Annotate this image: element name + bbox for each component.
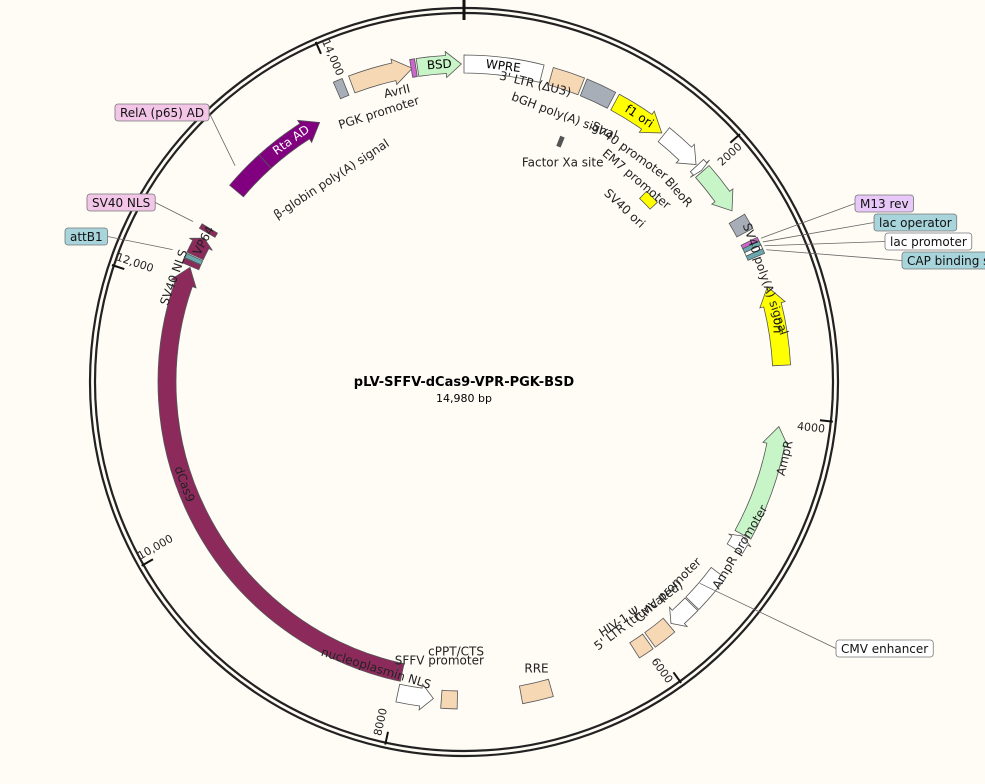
callout-c_relad-label: RelA (p65) AD xyxy=(120,106,204,120)
tick-mark xyxy=(314,41,322,55)
callout-c_relad-leader xyxy=(208,112,236,166)
callout-c_sv40nls-label: SV40 NLS xyxy=(92,196,150,210)
feature-ampr[interactable] xyxy=(734,425,790,540)
tick-mark xyxy=(141,558,154,567)
callout-c_cap-box[interactable] xyxy=(901,251,985,270)
tick-label: 4000 xyxy=(796,420,825,436)
tick-mark xyxy=(729,133,741,144)
feature-bglob[interactable] xyxy=(332,78,350,100)
label-l_fxa: Factor Xa site xyxy=(522,156,604,170)
callout-c_attb1-box[interactable] xyxy=(64,227,109,246)
callout-c_lacp-box[interactable] xyxy=(884,232,973,251)
plasmid-name: pLV-SFFV-dCas9-VPR-PGK-BSD xyxy=(354,375,575,390)
tick-label: 14,000 xyxy=(319,37,346,77)
tick-label: 10,000 xyxy=(135,532,175,562)
feature-attb1[interactable] xyxy=(183,252,204,266)
callout-c_relad-box[interactable] xyxy=(114,103,210,122)
feature-sffv[interactable] xyxy=(395,683,434,711)
feature-bsd[interactable] xyxy=(415,50,462,79)
feature-bgh[interactable] xyxy=(579,78,617,109)
tick-marks: 2000 4000 6000 8000 10,000 12,000 14,000 xyxy=(111,0,833,745)
feature-avrii[interactable] xyxy=(409,58,418,78)
feature-bleor[interactable] xyxy=(695,164,734,212)
callout-c_cmve-leader xyxy=(699,582,837,649)
feature-f1ori[interactable] xyxy=(610,93,663,134)
label-l_rre: RRE xyxy=(524,661,548,675)
feature-rtaad[interactable] xyxy=(258,119,321,169)
feature-bsd-label: BSD xyxy=(426,57,452,73)
feature-cmve[interactable] xyxy=(685,566,727,611)
label-l_pgk: PGK promoter xyxy=(337,93,421,132)
tick-label: 6000 xyxy=(649,655,676,685)
callout-c_lacop-label: lac operator xyxy=(879,216,952,230)
label-l_avrii: AvrII xyxy=(382,81,411,101)
callout-c_lacp-leader xyxy=(764,241,886,247)
feature-wpre[interactable] xyxy=(463,54,545,83)
callout-c_cmve-box[interactable] xyxy=(835,639,934,658)
label-l_sv40ori: SV40 ori xyxy=(601,186,648,231)
label-l_nucnls: nucleoplasmin NLS xyxy=(320,645,433,692)
tick-mark xyxy=(819,419,833,423)
callouts: RelA (p65) AD SV40 NLS attB1 M13 rev lac ope… xyxy=(64,103,985,658)
feature-ori-label: ori xyxy=(770,318,784,334)
tick-label: 2000 xyxy=(715,140,745,168)
feature-ltr5[interactable] xyxy=(644,617,676,648)
callout-c_attb1-label: attB1 xyxy=(70,230,103,244)
feature-sv40p[interactable] xyxy=(657,127,697,166)
feature-pgk[interactable] xyxy=(348,58,413,94)
feature-vp64[interactable] xyxy=(186,237,213,261)
tick-label: 12,000 xyxy=(115,251,156,275)
tick-mark xyxy=(111,264,125,271)
callout-c_sv40nls-box[interactable] xyxy=(86,193,156,212)
feature-em7[interactable] xyxy=(689,158,710,178)
feature-cmvp[interactable] xyxy=(669,597,699,628)
callout-c_lacop-leader xyxy=(762,222,875,243)
callout-c_m13-leader xyxy=(760,203,856,239)
callout-c_cap-label: CAP binding site xyxy=(907,254,985,268)
tick-mark xyxy=(384,731,389,745)
feature-wpre-label: WPRE xyxy=(485,57,521,75)
feature-ltr3[interactable] xyxy=(547,66,586,96)
feature-hiv[interactable] xyxy=(629,633,654,659)
feature-sv40pa[interactable] xyxy=(728,213,754,238)
callout-c_attb1-leader xyxy=(107,236,173,250)
feature-sv40nls2[interactable] xyxy=(198,223,219,238)
feature-fxa[interactable] xyxy=(556,135,565,148)
tick-mark xyxy=(672,671,682,684)
callout-c_m13-label: M13 rev xyxy=(860,197,909,211)
label-l_sffv: SFFV promoter xyxy=(395,653,484,667)
plasmid-size: 14,980 bp xyxy=(436,392,492,405)
callout-c_sv40nls-leader xyxy=(155,202,194,222)
feature-cap[interactable] xyxy=(745,248,766,261)
label-l_amprp: AmpR promoter xyxy=(709,502,770,591)
tick-label: 8000 xyxy=(371,707,390,737)
callout-c_cmve-label: CMV enhancer xyxy=(841,642,928,656)
feature-sv40ori[interactable] xyxy=(639,190,658,210)
feature-dcas9[interactable] xyxy=(157,266,399,681)
feature-ori[interactable] xyxy=(759,286,791,367)
callout-c_m13-box[interactable] xyxy=(854,194,914,213)
callout-c_cap-leader xyxy=(766,249,903,261)
callout-c_lacp-label: lac promoter xyxy=(890,235,967,249)
label-l_cppt: cPPT/CTS xyxy=(428,644,484,658)
feature-rre[interactable] xyxy=(518,678,554,705)
feature-amprp[interactable] xyxy=(726,533,752,554)
feature-sv40nls1[interactable] xyxy=(181,257,202,271)
callout-c_lacop-box[interactable] xyxy=(873,213,958,232)
feature-cppt[interactable] xyxy=(440,689,458,710)
